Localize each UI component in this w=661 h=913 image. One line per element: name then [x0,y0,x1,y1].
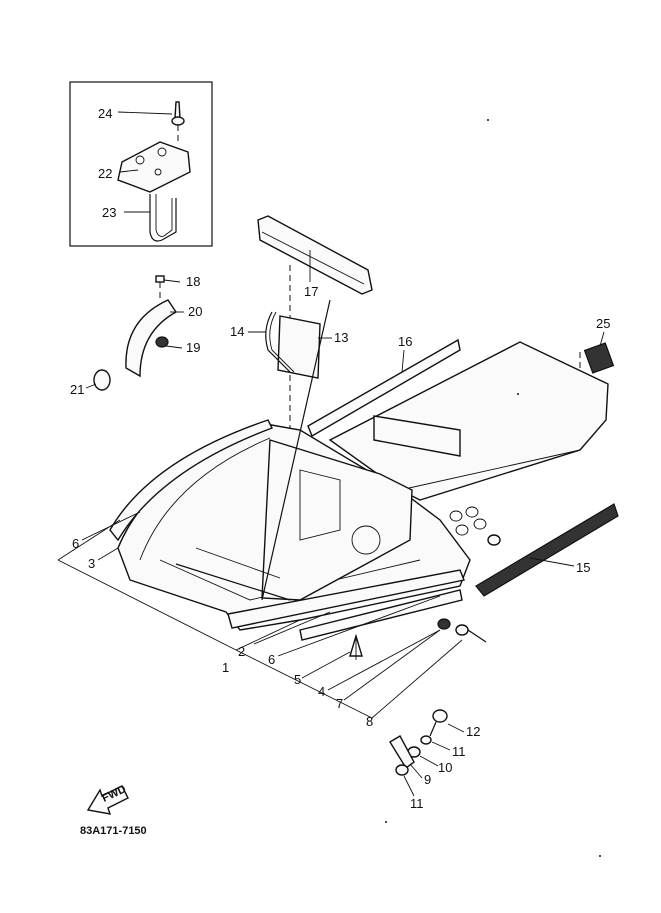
label-1: 1 [222,660,229,675]
part-15-stripe [475,503,619,597]
part-25-badge [579,342,615,410]
part-16-stripe [307,338,461,438]
part-18-screw [155,275,165,298]
part-14-trim [265,311,295,373]
label-11-upper: 11 [452,744,466,759]
part-21-cap [93,369,111,391]
speck [599,855,601,857]
label-11-lower: 11 [410,796,424,811]
part-8-bolt [455,624,487,643]
label-14: 14 [230,324,244,339]
label-20: 20 [188,304,202,319]
part-12-bolt [429,709,448,737]
label-15: 15 [576,560,590,575]
part-labels: 24 22 23 18 20 19 21 17 14 13 16 25 15 6… [70,106,610,811]
label-4: 4 [318,684,325,699]
part-5-clip [349,633,363,660]
inset-box [69,81,213,247]
part-23-ubolt [149,194,177,242]
figure-code: 83A171-7150 [80,825,147,837]
part-13-pad [277,315,321,379]
label-8: 8 [366,714,373,729]
part-19-nut [155,336,169,348]
part-22-bracket [117,141,191,193]
fwd-arrow-icon: FWD [86,783,129,815]
label-21: 21 [70,382,84,397]
speck [385,821,387,823]
label-13: 13 [334,330,348,345]
label-3: 3 [88,556,95,571]
speck [487,119,489,121]
label-2: 2 [238,644,245,659]
label-7: 7 [336,696,343,711]
label-17: 17 [304,284,318,299]
label-18: 18 [186,274,200,289]
label-24: 24 [98,106,112,121]
label-5: 5 [294,672,301,687]
label-25: 25 [596,316,610,331]
part-24-bolt [171,101,185,142]
label-9: 9 [424,772,431,787]
part-11-washer-b [395,764,409,776]
leader-lines [57,278,605,797]
label-22: 22 [98,166,112,181]
label-19: 19 [186,340,200,355]
part-7-washer [437,618,451,630]
label-6-lower: 6 [268,652,275,667]
label-10: 10 [438,760,452,775]
part-9-bracket [389,735,415,770]
speck [517,393,519,395]
part-11-washer-a [420,735,432,745]
part-20-rail [125,299,178,378]
label-16: 16 [398,334,412,349]
label-12: 12 [466,724,480,739]
label-23: 23 [102,205,116,220]
label-6-upper: 6 [72,536,79,551]
main-frame [109,299,609,641]
